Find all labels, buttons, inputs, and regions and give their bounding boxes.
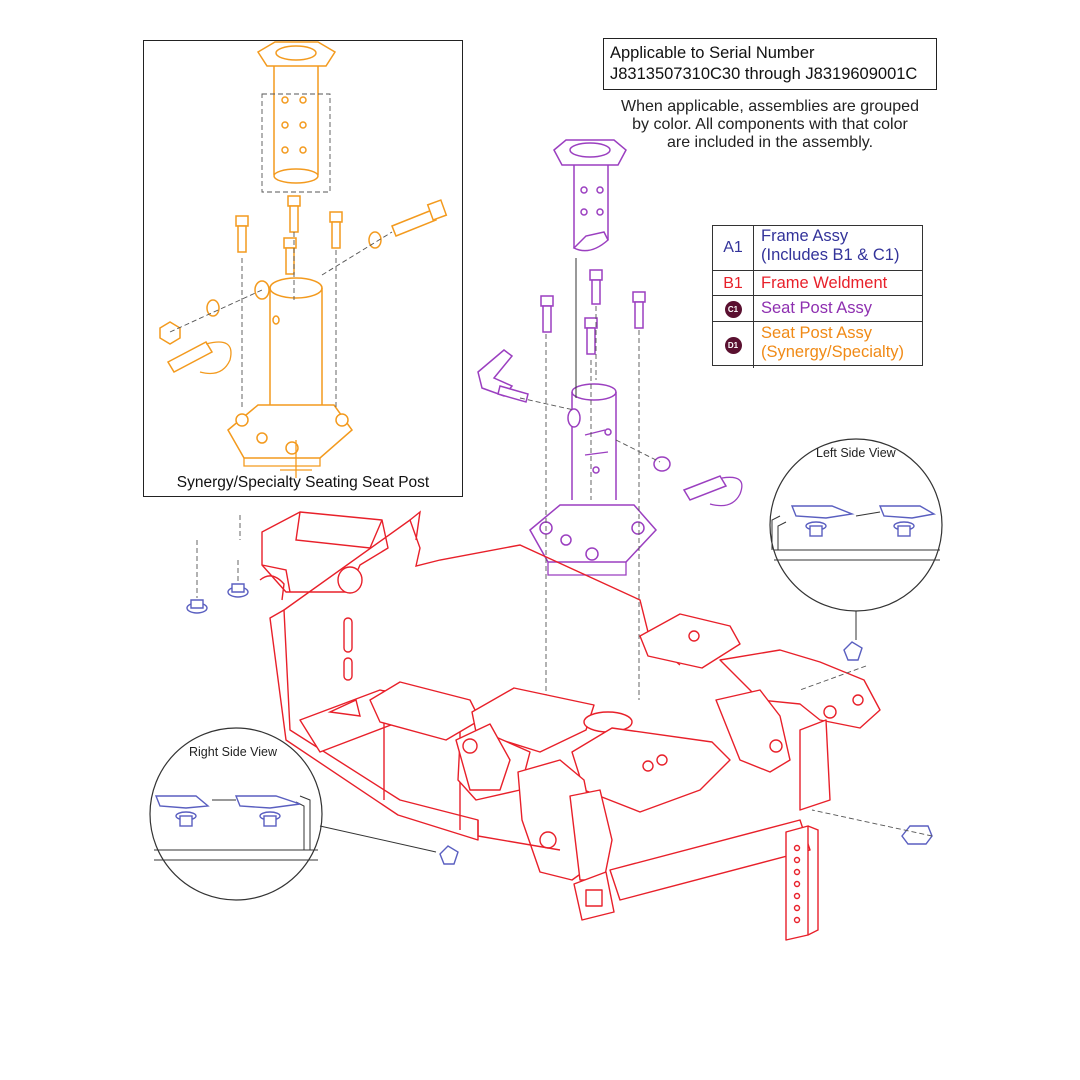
synergy-seat-post-assembly bbox=[159, 41, 448, 478]
legend-code-a1: A1 bbox=[713, 226, 754, 270]
seat-post-assembly bbox=[477, 139, 743, 720]
serial-title: Applicable to Serial Number bbox=[610, 44, 815, 62]
note-line-2: by color. All components with that color bbox=[632, 116, 908, 133]
legend-code-b1: B1 bbox=[713, 271, 754, 296]
left-side-view-label: Left Side View bbox=[816, 446, 896, 460]
legend-text-a1: Frame Assy bbox=[761, 227, 849, 245]
assembly-legend: A1 Frame Assy (Includes B1 & C1) B1 Fram… bbox=[712, 225, 923, 368]
left-side-view-detail bbox=[769, 438, 943, 640]
serial-range: J8313507310C30 through J8319609001C bbox=[610, 65, 918, 83]
legend-badge-c1: C1 bbox=[724, 300, 742, 318]
legend-text-d1: Seat Post Assy bbox=[761, 324, 872, 342]
right-side-view-detail bbox=[149, 727, 437, 901]
legend-row-b1: B1 Frame Weldment bbox=[713, 270, 922, 296]
note-line-3: are included in the assembly. bbox=[666, 134, 874, 151]
frame-weldment bbox=[259, 510, 881, 941]
legend-subtext-a1: (Includes B1 & C1) bbox=[761, 246, 900, 264]
synergy-inset-frame: Synergy/Specialty Seating Seat Post bbox=[143, 40, 463, 497]
legend-row-a1: A1 Frame Assy (Includes B1 & C1) bbox=[713, 226, 922, 270]
note-line-1: When applicable, assemblies are grouped bbox=[621, 98, 919, 115]
right-side-view-label: Right Side View bbox=[189, 745, 278, 759]
inset-caption: Synergy/Specialty Seating Seat Post bbox=[176, 474, 430, 491]
serial-number-box: Applicable to Serial Number J8313507310C… bbox=[603, 38, 937, 90]
legend-text-b1: Frame Weldment bbox=[761, 274, 888, 292]
legend-subtext-d1: (Synergy/Specialty) bbox=[761, 343, 905, 361]
legend-badge-d1: D1 bbox=[724, 336, 742, 354]
legend-text-c1: Seat Post Assy bbox=[761, 299, 872, 317]
legend-row-c1: C1 Seat Post Assy bbox=[713, 295, 922, 322]
legend-row-d1: D1 Seat Post Assy (Synergy/Specialty) bbox=[713, 321, 922, 368]
color-grouping-note: When applicable, assemblies are grouped … bbox=[592, 98, 948, 152]
frame-hardware bbox=[186, 515, 933, 865]
